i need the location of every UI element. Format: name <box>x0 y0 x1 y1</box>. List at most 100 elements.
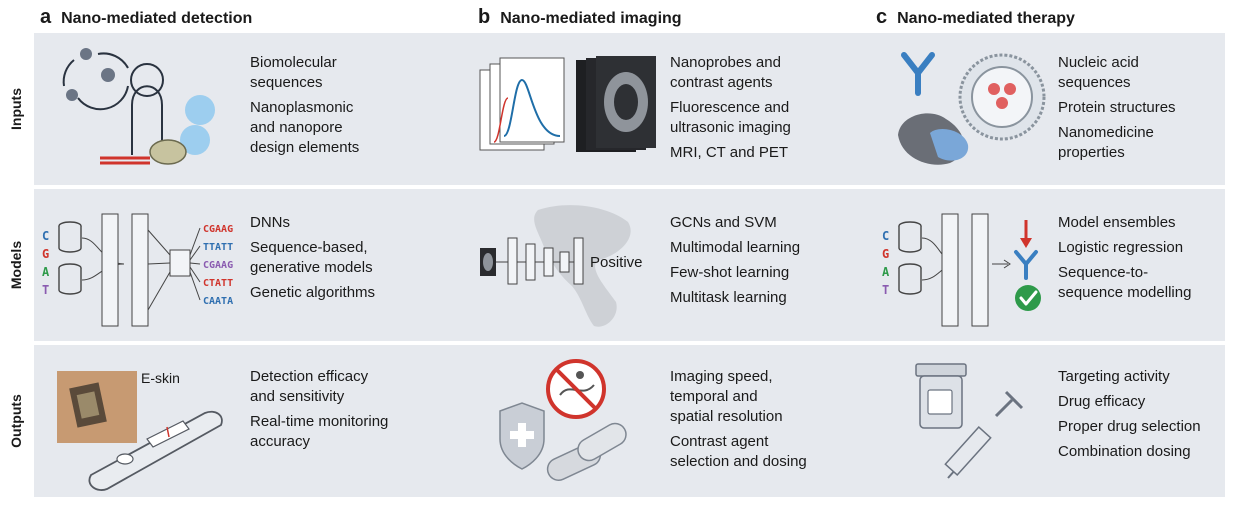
panel-title: Nano-mediated therapy <box>897 10 1075 27</box>
dna-letters: C G A T <box>882 229 890 297</box>
database-icon <box>58 221 82 295</box>
imaging-models-illustration: Positive <box>480 205 643 327</box>
neural-network-icon <box>921 213 1011 327</box>
detection-models-illustration: C G A T CGAAG TTATT CGAAG CTATT CAATA <box>42 213 233 327</box>
imaging-outputs-illustration <box>499 359 627 481</box>
row-label-text: Inputs <box>8 88 24 130</box>
dna-letter: G <box>882 247 889 261</box>
imaging-inputs-text: Nanoprobes and contrast agents Fluoresce… <box>670 53 791 168</box>
therapy-inputs-text: Nucleic acid sequences Protein structure… <box>1058 53 1176 168</box>
row-label-text: Outputs <box>8 394 24 448</box>
medicine-jar-icon <box>915 363 967 429</box>
scan-input-icon <box>480 248 496 276</box>
antibody-icon <box>901 52 935 96</box>
pill-capsules-icon <box>546 422 627 481</box>
panel-letter: c <box>876 6 888 28</box>
row-label-inputs: Inputs <box>2 33 30 185</box>
output-item: Contrast agent selection and dosing <box>670 433 807 470</box>
spectra-chart-icon <box>479 57 565 151</box>
panel-letter: b <box>478 6 491 28</box>
model-item: Multitask learning <box>670 289 787 306</box>
eskin-label: E-skin <box>141 370 180 386</box>
database-icon <box>898 221 922 295</box>
ct-scan-stack-icon <box>576 56 656 152</box>
test-strip-icon <box>88 410 223 491</box>
dna-letter: T <box>42 283 49 297</box>
detection-inputs-illustration <box>62 48 215 165</box>
antibody-icon <box>1014 250 1038 280</box>
eskin-photo-icon <box>57 371 137 443</box>
cycle-arrows-icon <box>62 48 129 111</box>
output-item: Targeting activity <box>1058 368 1170 385</box>
model-item: Genetic algorithms <box>250 284 376 301</box>
output-item: Real-time monitoring accuracy <box>250 413 389 450</box>
dna-letter: A <box>42 265 50 279</box>
sequence-label: CGAAG <box>203 224 233 235</box>
generated-sequences: CGAAG TTATT CGAAG CTATT CAATA <box>203 224 233 307</box>
outputs-row-background <box>34 345 1225 497</box>
panel-title: Nano-mediated detection <box>61 10 253 27</box>
input-item: Nanoplasmonic and nanopore design elemen… <box>250 99 360 156</box>
dna-letter: C <box>882 229 889 243</box>
model-item: DNNs <box>250 214 290 231</box>
model-item: Sequence-to- sequence modelling <box>1058 264 1192 301</box>
row-label-models: Models <box>2 189 30 341</box>
panel-b-heading: b Nano-mediated imaging <box>478 6 682 30</box>
row-label-outputs: Outputs <box>2 345 30 497</box>
imaging-inputs-illustration <box>479 56 656 152</box>
input-item: Nucleic acid sequences <box>1058 54 1139 91</box>
dna-letter: C <box>42 229 49 243</box>
protein-structure-icon <box>898 113 969 165</box>
model-item: Model ensembles <box>1058 214 1176 231</box>
detection-models-text: DNNs Sequence-based, generative models G… <box>250 213 375 308</box>
output-item: Detection efficacy and sensitivity <box>250 368 369 405</box>
therapy-outputs-illustration <box>915 363 1024 479</box>
imaging-outputs-text: Imaging speed, temporal and spatial reso… <box>670 367 807 477</box>
therapy-outputs-text: Targeting activity Drug efficacy Proper … <box>1058 367 1201 467</box>
model-item: GCNs and SVM <box>670 214 777 231</box>
panel-c-heading: c Nano-mediated therapy <box>876 6 1075 30</box>
input-item: Nanoprobes and contrast agents <box>670 54 781 91</box>
output-item: Combination dosing <box>1058 443 1191 460</box>
sequence-label: CAATA <box>203 296 233 307</box>
nanoparticle-icon <box>149 95 215 165</box>
liposome-icon <box>958 53 1046 141</box>
no-virus-icon <box>546 359 606 419</box>
therapy-inputs-illustration <box>898 52 1046 165</box>
sequence-label: CGAAG <box>203 260 233 271</box>
positive-label: Positive <box>590 254 643 271</box>
sequence-label: CTATT <box>203 278 233 289</box>
neural-network-icon <box>81 213 201 327</box>
input-item: MRI, CT and PET <box>670 144 789 161</box>
model-item: Few-shot learning <box>670 264 790 281</box>
hairpin-dna-icon <box>100 63 164 165</box>
model-item: Logistic regression <box>1058 239 1184 256</box>
input-item: Biomolecular sequences <box>250 54 337 91</box>
ligand-icon <box>1020 220 1032 248</box>
dna-letter: T <box>882 283 889 297</box>
input-item: Fluorescence and ultrasonic imaging <box>670 99 791 136</box>
syringe-icon <box>944 390 1024 479</box>
dna-letter: A <box>882 265 890 279</box>
row-label-text: Models <box>8 240 25 290</box>
panel-title: Nano-mediated imaging <box>500 10 682 27</box>
cnn-layers-icon <box>496 237 584 285</box>
dna-letter: G <box>42 247 49 261</box>
sequence-label: TTATT <box>203 242 233 253</box>
panel-a-heading: a Nano-mediated detection <box>40 6 252 30</box>
panel-letter: a <box>40 6 52 28</box>
checkmark-icon <box>1015 285 1041 311</box>
therapy-models-illustration: C G A T <box>882 213 1041 327</box>
output-item: Proper drug selection <box>1058 418 1201 435</box>
input-item: Protein structures <box>1058 99 1176 116</box>
shield-icon <box>499 402 545 470</box>
model-item: Multimodal learning <box>670 239 801 256</box>
detection-outputs-text: Detection efficacy and sensitivity Real-… <box>250 367 388 457</box>
output-item: Drug efficacy <box>1058 393 1146 410</box>
input-item: Nanomedicine properties <box>1058 124 1154 161</box>
imaging-models-text: GCNs and SVM Multimodal learning Few-sho… <box>670 213 800 313</box>
therapy-models-text: Model ensembles Logistic regression Sequ… <box>1058 213 1191 308</box>
model-item: Sequence-based, generative models <box>250 239 373 276</box>
detection-outputs-illustration: E-skin <box>57 370 223 491</box>
dna-letters: C G A T <box>42 229 50 297</box>
